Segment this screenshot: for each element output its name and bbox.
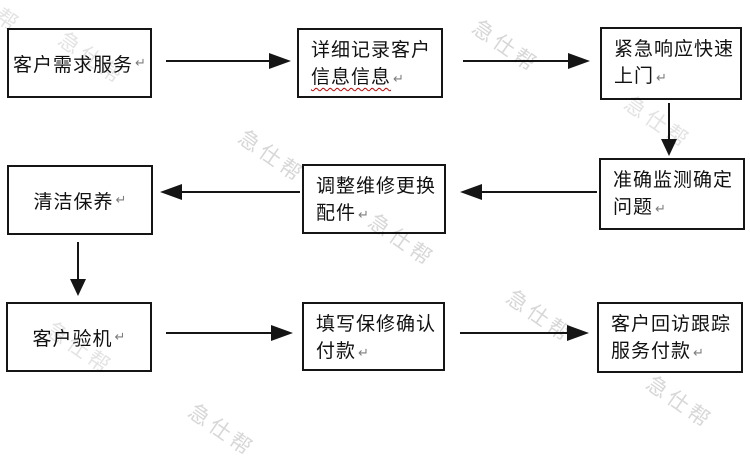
box-label: 客户需求服务 bbox=[13, 54, 134, 76]
box-label: 客户回访跟踪 bbox=[611, 314, 732, 335]
arrowhead-down-icon bbox=[70, 279, 86, 296]
box-label-line2: 上门↵ bbox=[614, 63, 732, 91]
flow-box-diagnose: 准确监测确定 问题↵ bbox=[599, 158, 745, 230]
box-label: 问题 bbox=[613, 197, 654, 218]
return-mark: ↵ bbox=[135, 55, 146, 70]
return-mark: ↵ bbox=[655, 201, 666, 216]
flow-box-rapid-response: 紧急响应快速 上门↵ bbox=[600, 27, 742, 100]
misspelled-text: 信息信息 bbox=[311, 67, 392, 88]
box-label: 准确监测确定 bbox=[613, 170, 734, 191]
flow-box-repair-replace: 调整维修更换 配件↵ bbox=[302, 164, 446, 234]
flow-box-cleaning: 清洁保养↵ bbox=[7, 165, 153, 235]
flow-box-customer-demand: 客户需求服务↵ bbox=[7, 28, 152, 98]
arrow-shaft bbox=[166, 332, 271, 334]
arrow-right-check-to-warranty bbox=[166, 325, 293, 341]
return-mark: ↵ bbox=[358, 345, 369, 360]
box-label: 详细记录客户 bbox=[311, 40, 432, 61]
box-label: 清洁保养 bbox=[33, 191, 114, 213]
flow-box-customer-check: 客户验机↵ bbox=[6, 302, 152, 372]
arrow-down-response-to-diagnose bbox=[661, 103, 677, 156]
arrow-down-cleaning-to-check bbox=[70, 242, 86, 296]
flow-box-record-info: 详细记录客户 信息信息↵ bbox=[297, 28, 443, 98]
arrow-right-record-to-response bbox=[463, 53, 590, 69]
box-label: 紧急响应快速 bbox=[614, 39, 735, 60]
arrowhead-right-icon bbox=[567, 325, 589, 341]
return-mark: ↵ bbox=[693, 345, 704, 360]
arrow-shaft bbox=[482, 191, 597, 193]
return-mark: ↵ bbox=[393, 71, 404, 86]
box-label: 配件 bbox=[316, 203, 357, 224]
box-label-line1: 详细记录客户 bbox=[311, 37, 433, 64]
arrow-shaft bbox=[77, 242, 79, 279]
box-label-line1: 紧急响应快速 bbox=[614, 36, 735, 63]
return-mark: ↵ bbox=[656, 70, 667, 85]
box-label-line2: 问题↵ bbox=[613, 194, 735, 222]
box-label-line2: 配件↵ bbox=[316, 200, 436, 228]
return-mark: ↵ bbox=[115, 192, 127, 207]
arrow-right-warranty-to-followup bbox=[460, 325, 589, 341]
return-mark: ↵ bbox=[358, 207, 369, 222]
box-label: 客户验机 bbox=[32, 328, 113, 350]
arrowhead-left-icon bbox=[160, 184, 182, 200]
box-label-line1: 调整维修更换 bbox=[316, 173, 436, 200]
box-label-line2: 服务付款↵ bbox=[611, 338, 733, 366]
arrowhead-left-icon bbox=[460, 184, 482, 200]
flow-box-warranty-payment: 填写保修确认 付款↵ bbox=[302, 302, 445, 371]
watermark: 急仕帮 bbox=[183, 400, 259, 462]
box-label: 上门 bbox=[614, 66, 655, 87]
box-label: 填写保修确认 bbox=[316, 314, 437, 335]
flow-box-follow-up: 客户回访跟踪 服务付款↵ bbox=[597, 302, 743, 373]
arrowhead-down-icon bbox=[661, 139, 677, 156]
box-label: 调整维修更换 bbox=[316, 176, 437, 197]
arrowhead-right-icon bbox=[269, 53, 291, 69]
arrow-shaft bbox=[166, 60, 269, 62]
arrowhead-right-icon bbox=[271, 325, 293, 341]
arrow-shaft bbox=[182, 191, 300, 193]
watermark: 急仕帮 bbox=[641, 372, 717, 434]
box-label: 服务付款 bbox=[611, 341, 692, 362]
watermark: 急仕帮 bbox=[233, 126, 309, 188]
box-label: 付款 bbox=[316, 341, 357, 362]
box-label-line1: 填写保修确认 bbox=[316, 311, 435, 338]
box-label-line2: 付款↵ bbox=[316, 338, 435, 366]
box-label-line1: 准确监测确定 bbox=[613, 167, 735, 194]
arrow-shaft bbox=[463, 60, 568, 62]
arrow-left-repair-to-cleaning bbox=[160, 184, 300, 200]
watermark: 急仕帮 bbox=[467, 16, 543, 78]
arrow-shaft bbox=[460, 332, 567, 334]
arrow-shaft bbox=[668, 103, 670, 139]
arrow-left-diagnose-to-repair bbox=[460, 184, 597, 200]
arrowhead-right-icon bbox=[568, 53, 590, 69]
box-label-line1: 客户回访跟踪 bbox=[611, 311, 733, 338]
box-label-line2: 信息信息↵ bbox=[311, 64, 433, 92]
arrow-right-demand-to-record bbox=[166, 53, 291, 69]
return-mark: ↵ bbox=[114, 329, 126, 344]
